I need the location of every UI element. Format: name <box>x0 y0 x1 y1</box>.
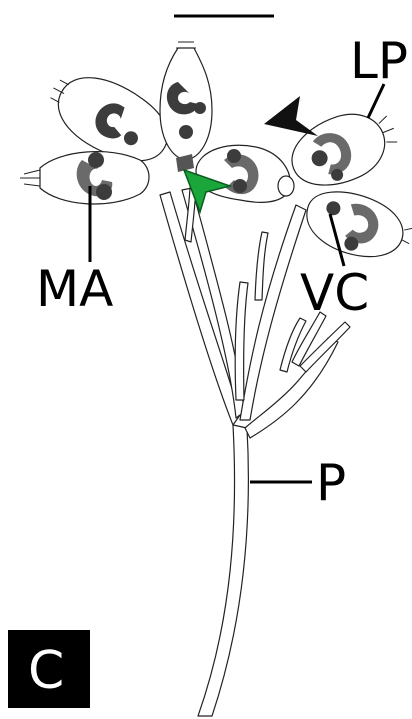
label-ma: MA <box>36 260 113 318</box>
zooid-top-center <box>160 42 212 172</box>
label-lp: LP <box>350 32 408 90</box>
label-p: P <box>316 454 346 512</box>
zooid-ma <box>20 152 149 204</box>
label-vc: VC <box>300 264 369 322</box>
zooid-vc <box>299 184 412 267</box>
main-stem <box>198 425 248 716</box>
zooid-center <box>196 145 294 202</box>
zooid-lp <box>282 98 406 198</box>
black-arrowhead <box>264 96 318 136</box>
panel-letter: C <box>28 641 64 701</box>
